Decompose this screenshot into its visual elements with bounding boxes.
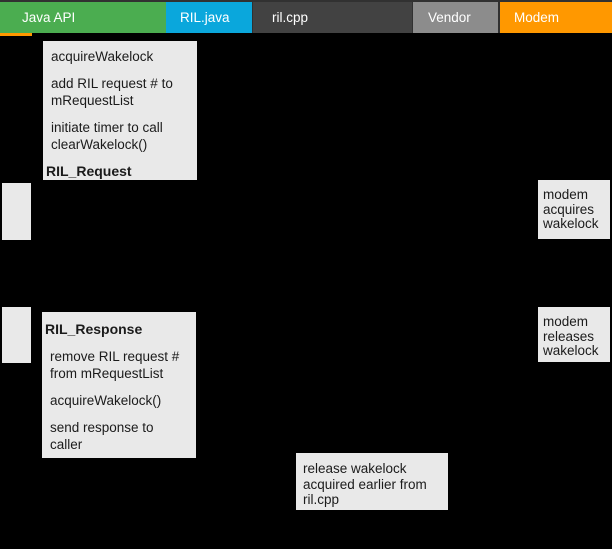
note-text-line: initiate timer to call clearWakelock() (51, 120, 163, 152)
note-text-line: modem acquires wakelock (543, 187, 599, 231)
note-modem-acquires-wakelock: modem acquires wakelock (538, 180, 610, 239)
column-label-ril-cpp: ril.cpp (272, 10, 309, 25)
note-ril-response: RIL_Response remove RIL request # from m… (42, 312, 196, 458)
note-text-line: modem releases wakelock (543, 314, 599, 358)
cropped-box-left-bottom (2, 307, 31, 363)
column-header-ril-java: RIL.java (166, 2, 252, 33)
note-ril-request: acquireWakelock add RIL request # to mRe… (43, 41, 197, 180)
note-text-line: acquireWakelock (51, 49, 154, 64)
note-text-line: release wakelock acquired earlier from r… (303, 461, 427, 507)
column-label-vendor: Vendor (428, 10, 471, 25)
column-header-vendor: Vendor (413, 2, 498, 33)
note-text-line: acquireWakelock() (50, 393, 162, 408)
ril-request-label: RIL_Request (46, 163, 132, 179)
note-text-line: send response to caller (50, 420, 154, 452)
note-text-line: remove RIL request # from mRequestList (50, 349, 180, 381)
note-modem-releases-wakelock: modem releases wakelock (538, 307, 610, 362)
column-label-ril-java: RIL.java (180, 10, 230, 25)
column-label-java-api: Java API (22, 10, 76, 25)
column-header-java-api: Java API (0, 2, 166, 33)
column-header-modem: Modem (500, 2, 612, 33)
ril-response-label: RIL_Response (45, 321, 143, 337)
note-release-wakelock: release wakelock acquired earlier from r… (296, 453, 448, 510)
column-header-ril-cpp: ril.cpp (253, 2, 412, 33)
column-label-modem: Modem (514, 10, 560, 25)
cropped-box-left-top (2, 183, 31, 240)
note-text-line: add RIL request # to mRequestList (51, 76, 173, 108)
column-header-bar: Java API RIL.java ril.cpp Vendor Modem (0, 0, 612, 33)
orange-marker-strip (0, 33, 32, 36)
